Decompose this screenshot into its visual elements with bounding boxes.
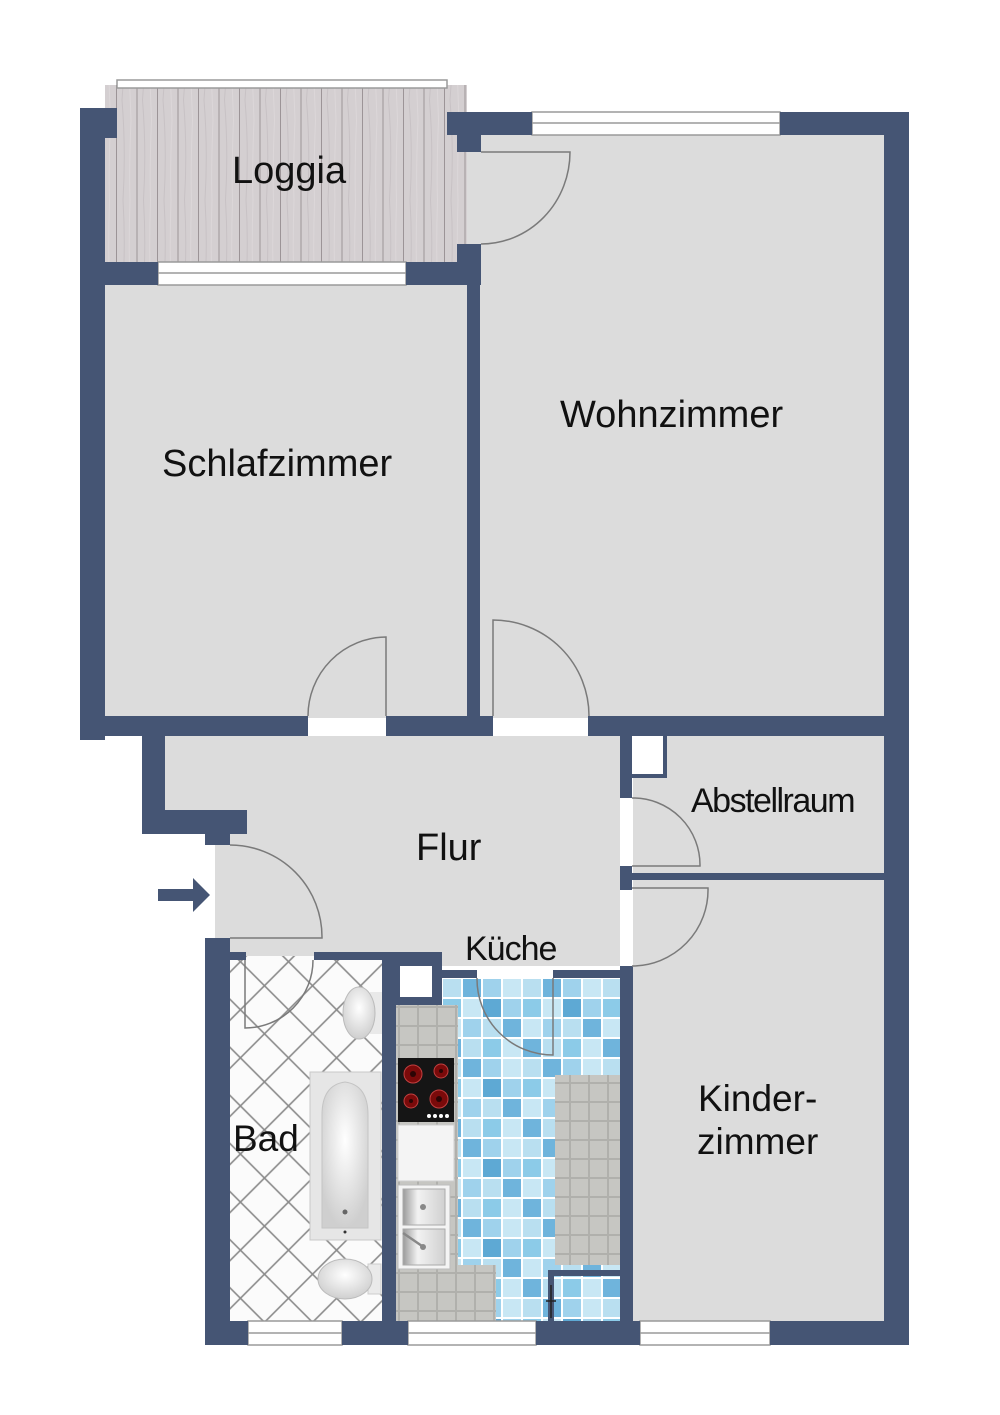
door-bad[interactable] (244, 959, 314, 1029)
door-recess-loggia (467, 152, 481, 244)
door-wohnzimmer[interactable] (492, 619, 590, 717)
room-label-wohnzimmer: Wohnzimmer (560, 394, 784, 436)
window-wohnzimmer (531, 111, 781, 136)
floors (105, 85, 885, 1321)
window-schlafzimmer (157, 261, 407, 286)
room-label-kueche: Küche (465, 930, 557, 968)
schlafzimmer-floor (105, 285, 467, 718)
window-kueche (407, 1320, 537, 1346)
door-schlafzimmer[interactable] (307, 636, 387, 717)
washbasin-icon (342, 986, 382, 1040)
door-entrance[interactable] (229, 844, 323, 939)
bath-fixtures (309, 986, 382, 1300)
flur-floor (165, 736, 620, 966)
room-label-abstellraum: Abstellraum (691, 782, 856, 820)
loggia-floor (105, 85, 467, 263)
door-abstellraum[interactable] (631, 797, 701, 867)
right-countertop (555, 1075, 620, 1265)
lower-countertop (396, 1265, 496, 1321)
window-kinderzimmer (639, 1320, 771, 1346)
room-label-kinderzimmer: Kinder- zimmer (697, 1078, 819, 1162)
entrance-arrow-icon (158, 878, 210, 912)
kitchen-partition (548, 1270, 620, 1321)
cooktop-icon (398, 1058, 454, 1122)
window-loggia-top (116, 79, 448, 89)
toilet-icon (317, 1258, 382, 1300)
door-kueche[interactable] (476, 977, 554, 1056)
double-sink-icon (397, 1184, 451, 1270)
abstellraum-floor (633, 736, 885, 874)
walls (80, 108, 909, 1345)
room-label-flur: Flur (416, 827, 482, 869)
window-bad (247, 1320, 343, 1346)
room-label-loggia: Loggia (232, 150, 347, 192)
windows (116, 79, 781, 1346)
door-kinderzimmer[interactable] (631, 887, 709, 967)
room-label-bad: Bad (233, 1118, 299, 1159)
entrance-floor (215, 845, 235, 938)
bathtub-icon (309, 1071, 382, 1241)
kitchen-worktop (397, 1124, 455, 1182)
room-label-schlafzimmer: Schlafzimmer (162, 443, 393, 485)
kitchen-fixtures (396, 1005, 620, 1321)
doors (229, 151, 709, 1056)
wohnzimmer-floor (480, 135, 885, 718)
door-loggia[interactable] (480, 151, 571, 245)
